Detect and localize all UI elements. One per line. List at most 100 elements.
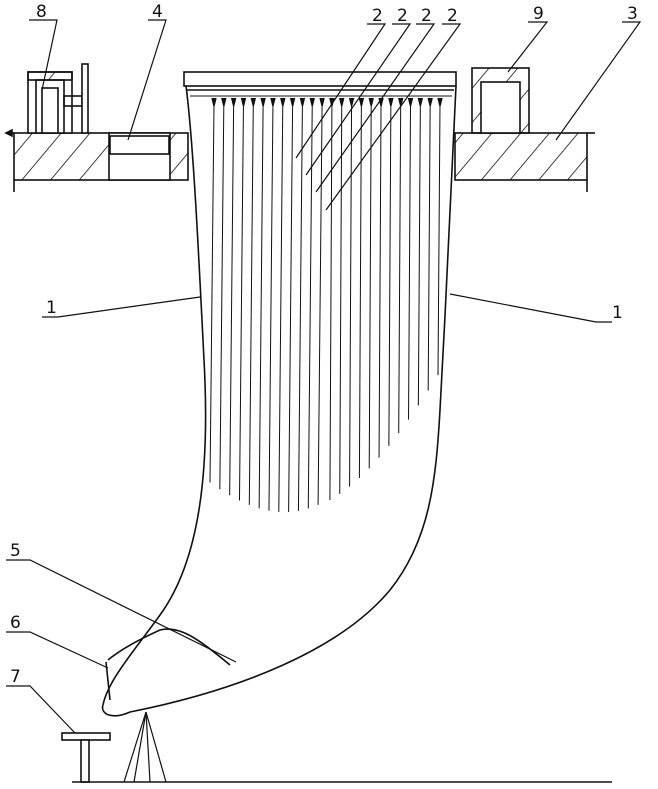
label-5: 5 — [10, 541, 21, 561]
leader-7 — [6, 685, 76, 734]
leader-8 — [29, 19, 58, 91]
wire-hook — [407, 97, 414, 107]
left-frame — [27, 63, 89, 134]
label-3: 3 — [627, 4, 638, 24]
chute-inner-fold — [107, 628, 231, 666]
leader-5 — [6, 559, 237, 663]
stream-line-2 — [133, 711, 147, 783]
wire-hook — [319, 97, 325, 107]
top-holder — [183, 71, 457, 97]
wire — [258, 103, 264, 509]
wire — [339, 103, 343, 494]
left-frame-top — [27, 71, 73, 81]
label-2c: 2 — [421, 6, 432, 26]
wire — [398, 103, 402, 434]
leader-lines — [6, 19, 642, 734]
label-8: 8 — [36, 2, 47, 22]
floor-slab-right — [454, 132, 588, 181]
leader-9 — [507, 21, 549, 73]
wire-hook — [329, 97, 335, 107]
wire-hook — [250, 97, 256, 107]
left-frame-bracket — [63, 95, 83, 107]
chute-right-edge — [129, 85, 457, 713]
label-2d: 2 — [447, 6, 458, 26]
wire-hook — [437, 97, 443, 107]
leader-1-left — [42, 296, 201, 318]
label-2b: 2 — [397, 6, 408, 26]
wire — [317, 103, 323, 505]
wire-hook — [230, 97, 237, 107]
wire-hook — [270, 97, 276, 107]
slab-arrow-left — [4, 128, 13, 138]
wire — [278, 103, 284, 512]
wire — [358, 103, 362, 479]
wire — [408, 103, 412, 420]
wire-hook — [388, 97, 394, 107]
left-frame-rod — [81, 63, 89, 134]
right-frame — [471, 67, 530, 134]
callout-labels: 8 4 2 2 2 2 9 3 1 1 5 6 7 — [10, 2, 638, 687]
leader-6 — [6, 631, 109, 669]
wire — [437, 103, 441, 376]
label-7: 7 — [10, 667, 21, 687]
label-1-left: 1 — [46, 298, 57, 318]
label-4: 4 — [152, 2, 163, 22]
wire — [307, 103, 313, 509]
wire — [248, 103, 254, 505]
wire-hook — [280, 97, 286, 107]
wire-hook — [417, 97, 424, 107]
outlet-lip — [105, 661, 111, 701]
label-9: 9 — [533, 4, 544, 24]
leader-2c — [315, 23, 436, 193]
wire-hook — [289, 97, 296, 107]
floor-slab — [4, 128, 595, 192]
wire — [417, 103, 421, 406]
leader-2a — [295, 23, 387, 159]
wire-hook — [358, 97, 365, 107]
wire-array — [209, 97, 443, 513]
wire-hook — [368, 97, 374, 107]
wire-hook — [299, 97, 306, 107]
holder-top-bar — [183, 71, 457, 87]
table-top — [61, 732, 111, 741]
chute-left-edge — [102, 85, 207, 706]
label-6: 6 — [10, 613, 21, 633]
right-frame-inner — [480, 81, 521, 134]
wire-hook — [348, 97, 355, 107]
wire — [388, 103, 392, 446]
wire — [268, 103, 274, 511]
stream-line-1 — [123, 711, 147, 783]
support-table — [61, 732, 111, 783]
wire — [219, 103, 225, 490]
leader-2d — [325, 23, 462, 211]
leader-3 — [555, 21, 642, 141]
stream-line-3 — [145, 711, 151, 783]
wire — [297, 103, 303, 511]
wire-hook — [221, 97, 227, 107]
label-2a: 2 — [372, 6, 383, 26]
wire-hook — [427, 97, 433, 107]
wire-hook — [260, 97, 266, 107]
leader-2b — [305, 23, 412, 176]
chute-outlet-curl — [101, 704, 131, 717]
wire — [288, 103, 294, 513]
opening-block — [108, 132, 171, 181]
wire — [329, 103, 333, 501]
wire — [378, 103, 382, 458]
leader-4 — [127, 19, 167, 141]
table-post — [80, 739, 90, 783]
wire — [349, 103, 353, 487]
leader-1-right — [449, 293, 612, 323]
wire-hook — [240, 97, 247, 107]
wire — [368, 103, 372, 469]
left-frame-post — [41, 87, 59, 134]
drip-stream — [123, 711, 167, 783]
opening-insert — [109, 135, 170, 155]
wire-hook — [309, 97, 315, 107]
wire — [229, 103, 235, 496]
wire — [427, 103, 431, 391]
label-1-right: 1 — [612, 303, 623, 323]
wire — [238, 103, 244, 501]
